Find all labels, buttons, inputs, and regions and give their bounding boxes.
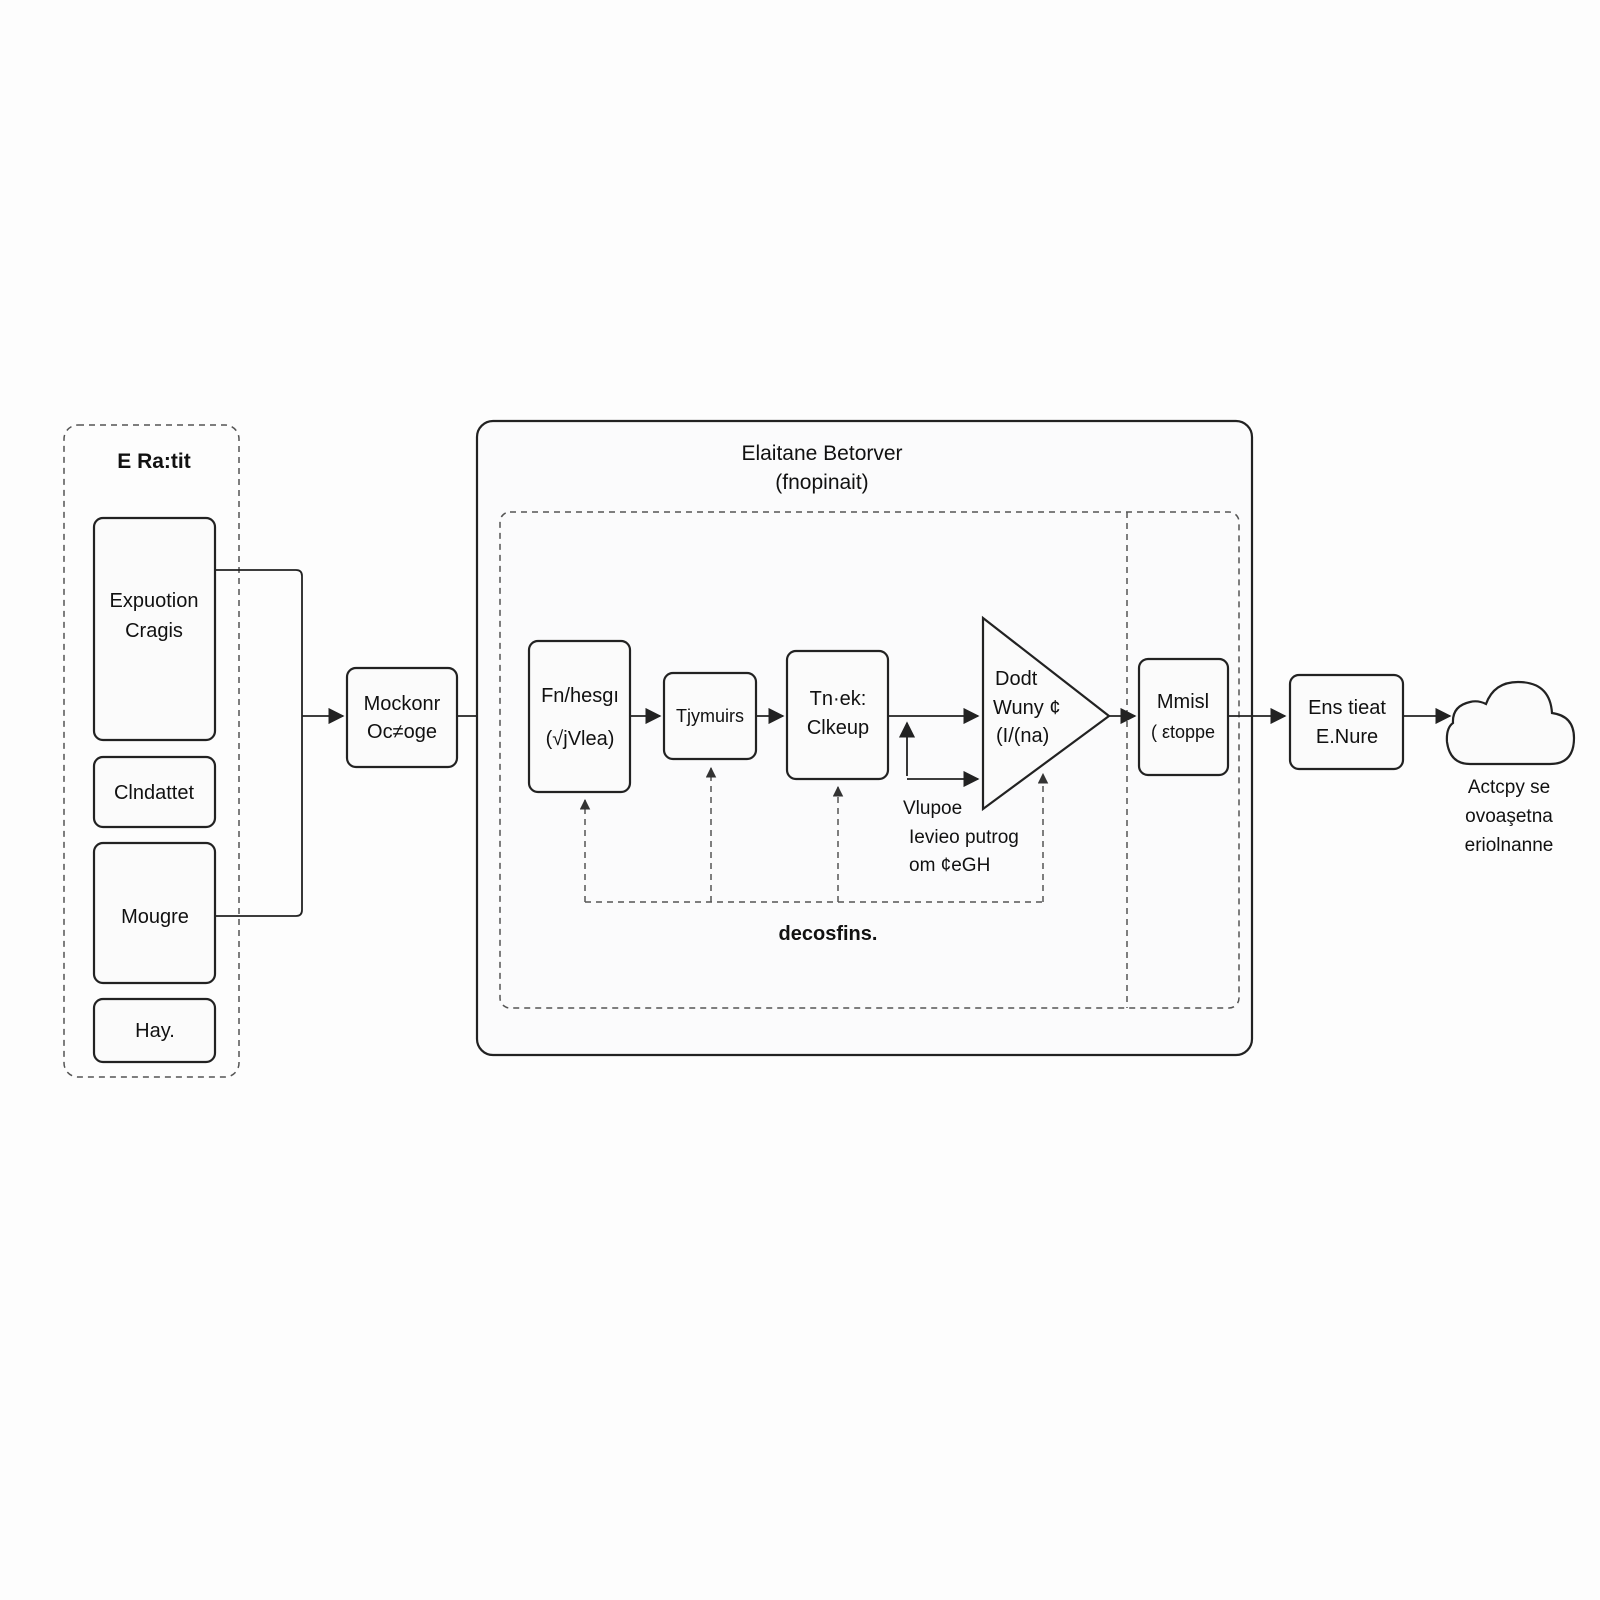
stage-1-node[interactable]: Fn/hesgı (√jVlea) bbox=[527, 639, 632, 794]
source-item-mougre[interactable]: Mougre bbox=[92, 841, 217, 985]
output-node-line1: Ens tieat bbox=[1308, 697, 1386, 719]
feedback-label: decosfins. bbox=[779, 923, 878, 945]
stage-5-line1: Mmisl bbox=[1157, 691, 1209, 713]
source-item-hay[interactable]: Hay. bbox=[92, 997, 217, 1064]
note-line1: Vlupoe bbox=[903, 798, 962, 819]
cloud-icon bbox=[1445, 680, 1576, 766]
merge-node-line2: Oc≠oge bbox=[367, 721, 437, 743]
main-block: Elaitane Betorver (fnopinait) Fn/hesgı (… bbox=[475, 419, 1254, 1057]
stage-2-node[interactable]: Tjymuirs bbox=[662, 671, 758, 761]
note-line2: Ievieo putrog bbox=[909, 827, 1019, 848]
amplifier-triangle bbox=[981, 615, 1111, 812]
stage-3-line1: Tn·ek: bbox=[810, 688, 867, 710]
main-block-subtitle: (fnopinait) bbox=[775, 471, 868, 494]
output-node[interactable]: Ens tieat E.Nure bbox=[1288, 673, 1405, 771]
stage-1-line2: (√jVlea) bbox=[546, 728, 615, 750]
source-item-mougre-label: Mougre bbox=[121, 906, 189, 928]
source-group-title: E Ra:tit bbox=[117, 450, 191, 473]
source-bracket-line bbox=[215, 569, 303, 917]
merge-node-line1: Mockonr bbox=[364, 693, 441, 715]
amp-line1: Dodt bbox=[995, 668, 1038, 690]
stage-3-line2: Clkeup bbox=[807, 717, 869, 739]
merge-node[interactable]: Mockonr Oc≠oge bbox=[345, 666, 459, 769]
amp-line3: (I/(na) bbox=[996, 725, 1049, 747]
cloud-line1: Actcpy se bbox=[1468, 777, 1550, 798]
output-node-line2: E.Nure bbox=[1316, 726, 1378, 748]
amplifier-node[interactable]: Dodt Wuny ¢ (I/(na) bbox=[981, 615, 1111, 812]
stage-3-node[interactable]: Tn·ek: Clkeup bbox=[785, 649, 890, 781]
main-block-title: Elaitane Betorver bbox=[741, 442, 902, 465]
source-item-clndattet[interactable]: Clndattet bbox=[92, 755, 217, 829]
source-item-clndattet-label: Clndattet bbox=[114, 782, 194, 804]
stage-1-line1: Fn/hesgı bbox=[541, 685, 619, 707]
amp-line2: Wuny ¢ bbox=[993, 697, 1060, 719]
inner-dashed-region bbox=[499, 511, 1240, 1009]
note-line3: om ¢eGH bbox=[909, 855, 990, 876]
stage-5-line2: ( εtoppe bbox=[1151, 722, 1215, 742]
stage-5-node[interactable]: Mmisl ( εtoppe bbox=[1137, 657, 1230, 777]
source-item-hay-label: Hay. bbox=[135, 1020, 175, 1042]
cloud-line2: ovoaşetna bbox=[1465, 806, 1553, 827]
stage-2-line1: Tjymuirs bbox=[676, 706, 744, 726]
cloud-line3: eriolnanne bbox=[1465, 835, 1554, 856]
